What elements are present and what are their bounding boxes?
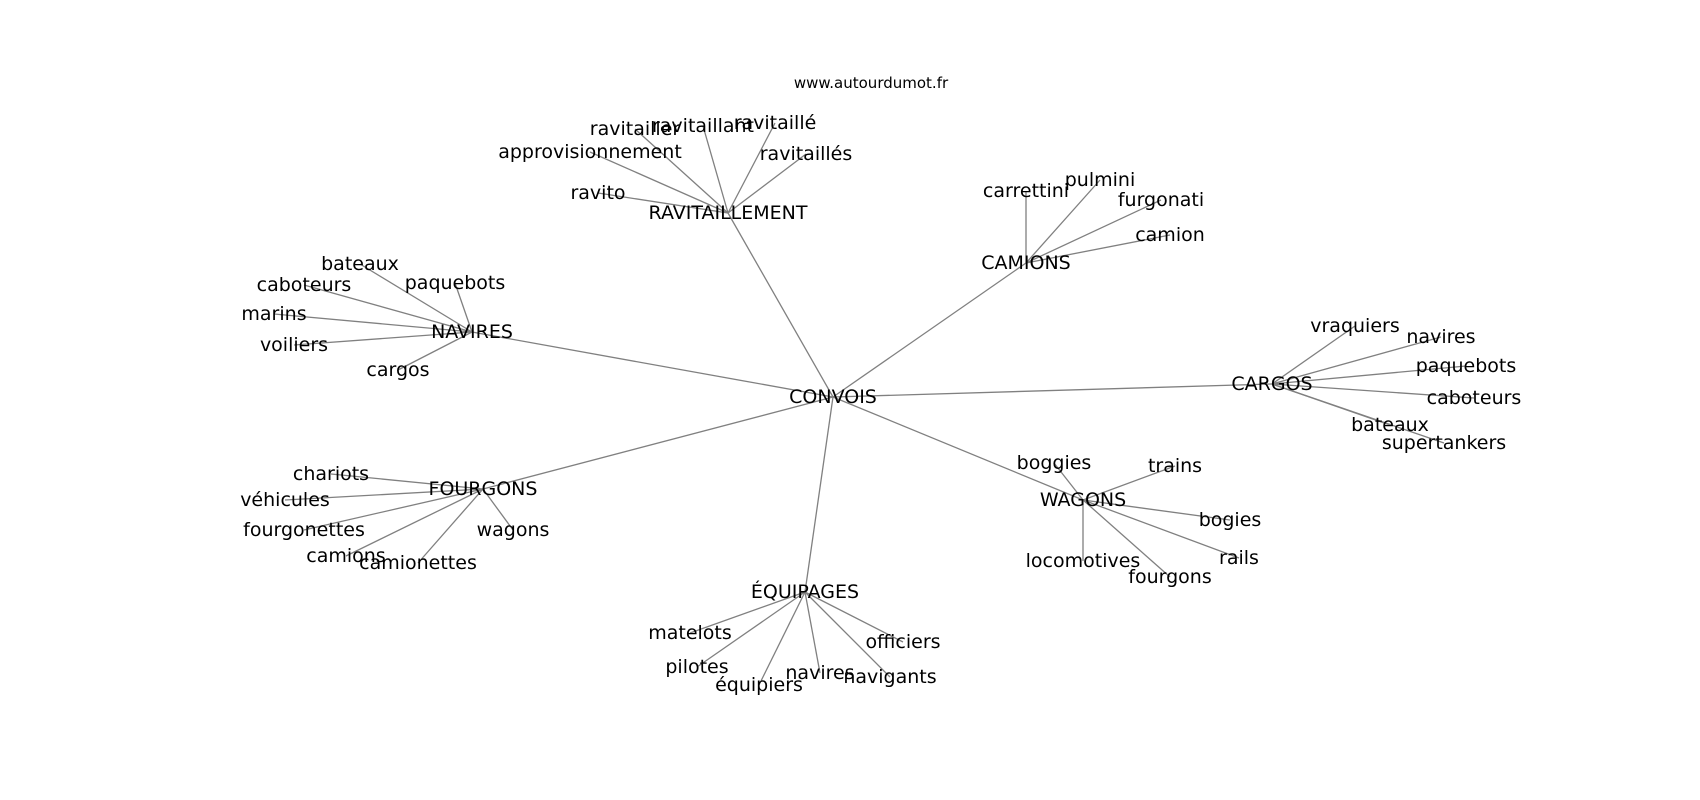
edge-equipages-leaf bbox=[804, 591, 904, 643]
source-watermark: www.autourdumot.fr bbox=[794, 74, 949, 92]
leaf-node-ravitaillement: ravitaillé bbox=[734, 112, 817, 134]
leaf-node-fourgons: fourgonettes bbox=[243, 519, 365, 541]
leaf-node-equipages: pilotes bbox=[665, 656, 728, 678]
edge-cargos-leaf bbox=[1271, 365, 1467, 385]
leaf-node-ravitaillement: ravitailler bbox=[590, 118, 681, 140]
hub-node-wagons: WAGONS bbox=[1040, 489, 1126, 511]
hub-node-navires: NAVIRES bbox=[431, 321, 513, 343]
leaf-node-equipages: navires bbox=[785, 662, 854, 684]
edge-navires-leaf bbox=[397, 331, 473, 371]
edge-wagons-leaf bbox=[1053, 462, 1084, 501]
edge-navires-leaf bbox=[359, 263, 473, 333]
edge-ravitaillement-leaf bbox=[597, 192, 729, 214]
leaf-node-navires: paquebots bbox=[405, 272, 506, 294]
hub-node-fourgons: FOURGONS bbox=[429, 478, 538, 500]
leaf-node-equipages: officiers bbox=[865, 631, 940, 653]
leaf-node-cargos: caboteurs bbox=[1427, 387, 1522, 409]
edge-wagons-leaf bbox=[1082, 499, 1171, 578]
edge-camions-leaf bbox=[1025, 179, 1101, 264]
edge-center-wagons bbox=[832, 396, 1084, 501]
edge-camions-leaf bbox=[1025, 199, 1162, 264]
leaf-node-equipages: équipiers bbox=[715, 674, 803, 696]
leaf-node-navires: cargos bbox=[366, 359, 429, 381]
leaf-node-wagons: locomotives bbox=[1026, 550, 1141, 572]
leaf-node-ravitaillement: ravitaillés bbox=[760, 143, 853, 165]
leaf-node-navires: caboteurs bbox=[257, 274, 352, 296]
edge-camions-leaf bbox=[1025, 234, 1171, 264]
leaf-node-navires: voiliers bbox=[260, 334, 328, 356]
leaf-node-cargos: paquebots bbox=[1416, 355, 1517, 377]
edge-cargos-leaf bbox=[1271, 383, 1475, 399]
edges-layer bbox=[273, 122, 1475, 686]
edge-equipages-leaf bbox=[804, 591, 891, 678]
leaf-node-camions: carrettini bbox=[983, 180, 1069, 202]
leaf-node-camions: furgonati bbox=[1118, 189, 1204, 211]
leaf-node-wagons: trains bbox=[1148, 455, 1202, 477]
edge-ravitaillement-leaf bbox=[727, 153, 807, 214]
leaf-node-fourgons: camions bbox=[306, 545, 385, 567]
edge-navires-leaf bbox=[273, 313, 473, 333]
edge-navires-leaf bbox=[303, 284, 473, 333]
leaf-node-wagons: boggies bbox=[1017, 452, 1092, 474]
edge-center-fourgons bbox=[482, 396, 834, 490]
leaf-node-wagons: bogies bbox=[1199, 509, 1262, 531]
edge-navires-leaf bbox=[293, 331, 473, 346]
edge-center-ravitaillement bbox=[727, 212, 834, 398]
hub-node-ravitaillement: RAVITAILLEMENT bbox=[649, 202, 808, 224]
edge-ravitaillement-leaf bbox=[727, 122, 776, 214]
leaf-node-ravitaillement: ravitaillant bbox=[652, 115, 754, 137]
edge-fourgons-leaf bbox=[417, 488, 484, 564]
hub-node-camions: CAMIONS bbox=[981, 252, 1071, 274]
edge-center-camions bbox=[832, 262, 1027, 398]
edge-wagons-leaf bbox=[1082, 499, 1231, 521]
edge-fourgons-leaf bbox=[345, 488, 484, 557]
edge-wagons-leaf bbox=[1082, 499, 1240, 559]
edge-ravitaillement-leaf bbox=[634, 128, 729, 214]
edge-fourgons-leaf bbox=[284, 488, 484, 501]
leaf-node-fourgons: camionettes bbox=[359, 552, 477, 574]
edge-fourgons-leaf bbox=[482, 488, 514, 531]
edge-center-navires bbox=[471, 331, 834, 398]
edge-fourgons-leaf bbox=[303, 488, 484, 531]
edge-ravitaillement-leaf bbox=[589, 151, 729, 214]
edge-equipages-leaf bbox=[689, 591, 806, 634]
leaf-node-wagons: rails bbox=[1219, 547, 1259, 569]
hub-node-equipages: ÉQUIPAGES bbox=[751, 580, 859, 603]
leaf-node-wagons: fourgons bbox=[1128, 566, 1211, 588]
leaf-node-equipages: matelots bbox=[648, 622, 732, 644]
edge-equipages-leaf bbox=[758, 591, 806, 686]
leaf-node-cargos: vraquiers bbox=[1310, 315, 1399, 337]
leaf-node-fourgons: wagons bbox=[477, 519, 550, 541]
edge-center-cargos bbox=[832, 383, 1273, 398]
leaf-node-camions: camion bbox=[1135, 224, 1205, 246]
leaf-node-navires: bateaux bbox=[321, 253, 399, 275]
edge-center-equipages bbox=[804, 396, 834, 593]
edge-cargos-leaf bbox=[1271, 383, 1445, 444]
edge-ravitaillement-leaf bbox=[702, 125, 729, 214]
leaf-node-camions: pulmini bbox=[1065, 169, 1136, 191]
edge-cargos-leaf bbox=[1271, 336, 1442, 385]
leaf-node-navires: marins bbox=[241, 303, 306, 325]
leaf-node-ravitaillement: approvisionnement bbox=[498, 141, 682, 163]
edge-navires-leaf bbox=[454, 282, 473, 333]
edge-equipages-leaf bbox=[696, 591, 806, 668]
nodes-layer: CONVOISRAVITAILLEMENTravitaillerravitail… bbox=[240, 112, 1521, 696]
edge-wagons-leaf bbox=[1082, 465, 1176, 501]
leaf-node-equipages: navigants bbox=[843, 666, 936, 688]
hub-node-cargos: CARGOS bbox=[1231, 373, 1312, 395]
edge-equipages-leaf bbox=[804, 591, 821, 674]
leaf-node-fourgons: véhicules bbox=[240, 489, 330, 511]
leaf-node-cargos: bateaux bbox=[1351, 414, 1429, 436]
edge-fourgons-leaf bbox=[330, 473, 484, 490]
leaf-node-ravitaillement: ravito bbox=[570, 182, 625, 204]
center-node: CONVOIS bbox=[789, 386, 877, 408]
leaf-node-cargos: supertankers bbox=[1382, 432, 1506, 454]
edge-cargos-leaf bbox=[1271, 325, 1356, 385]
leaf-node-fourgons: chariots bbox=[293, 463, 369, 485]
leaf-node-cargos: navires bbox=[1406, 326, 1475, 348]
